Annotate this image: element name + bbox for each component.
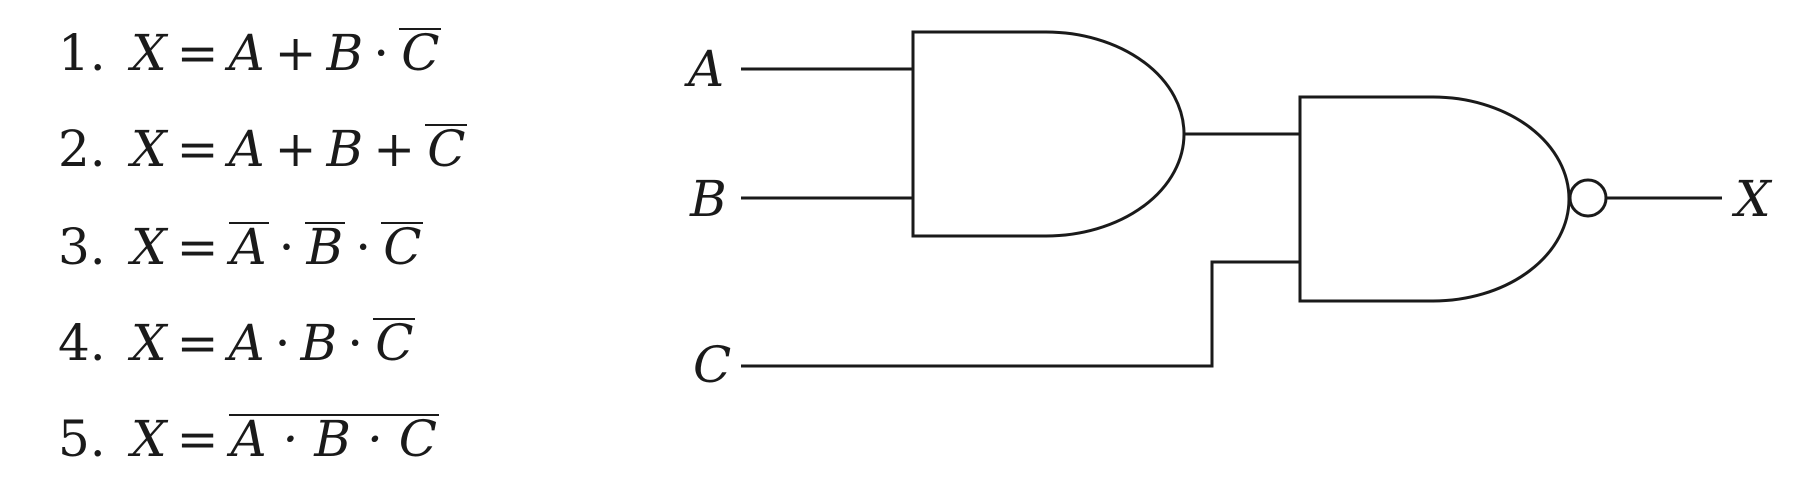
equals-sign: = — [176, 24, 219, 82]
boolean-expression: X=A·B·C — [131, 218, 424, 276]
expression-lhs: X — [131, 218, 167, 276]
negated-variable: C — [399, 24, 442, 82]
equals-sign: = — [176, 120, 219, 178]
output-label-x: X — [1731, 170, 1773, 228]
option-2: 2.X=A+B+C — [58, 114, 468, 184]
negated-variable: A · B · C — [228, 410, 439, 468]
option-3: 3.X=A·B·C — [58, 212, 424, 282]
operator: · — [278, 218, 295, 276]
expression-lhs: X — [131, 314, 167, 372]
expression-lhs: X — [131, 120, 167, 178]
option-4: 4.X=A·B·C — [58, 308, 416, 378]
wire-c — [741, 260, 1300, 368]
boolean-expression: X=A+B+C — [131, 120, 468, 178]
negated-variable: C — [381, 218, 424, 276]
variable: A — [228, 314, 265, 372]
equals-sign: = — [176, 218, 219, 276]
equals-sign: = — [176, 410, 219, 468]
option-number: 1. — [58, 24, 106, 82]
variable: B — [300, 314, 338, 372]
negated-variable: C — [425, 120, 468, 178]
negated-variable: B — [304, 218, 346, 276]
equals-sign: = — [176, 314, 219, 372]
negated-variable: A — [228, 218, 269, 276]
boolean-expression: X=A·B·C — [131, 314, 416, 372]
input-label-c: C — [693, 336, 731, 394]
operator: · — [355, 218, 372, 276]
operator: · — [347, 314, 364, 372]
option-number: 5. — [58, 410, 106, 468]
variable: B — [326, 120, 364, 178]
boolean-expression: X=A · B · C — [131, 410, 439, 468]
and-gate — [911, 30, 1186, 238]
option-1: 1. X=A+B·C — [58, 18, 442, 88]
input-label-a: A — [684, 40, 724, 98]
operator: · — [373, 24, 390, 82]
expression-lhs: X — [131, 24, 167, 82]
operator: + — [373, 120, 416, 178]
expression-lhs: X — [131, 410, 167, 468]
operator: + — [274, 120, 317, 178]
operator: · — [274, 314, 291, 372]
option-number: 3. — [58, 218, 106, 276]
boolean-expression: X=A+B·C — [131, 24, 442, 82]
variable: B — [326, 24, 364, 82]
nand-inversion-bubble — [1568, 178, 1608, 218]
variable: A — [228, 24, 265, 82]
option-number: 4. — [58, 314, 106, 372]
nand-gate — [1298, 95, 1571, 303]
option-5: 5. X=A · B · C — [58, 404, 439, 474]
option-number: 2. — [58, 120, 106, 178]
variable: A — [228, 120, 265, 178]
input-label-b: B — [689, 170, 727, 228]
negated-variable: C — [373, 314, 416, 372]
operator: + — [274, 24, 317, 82]
